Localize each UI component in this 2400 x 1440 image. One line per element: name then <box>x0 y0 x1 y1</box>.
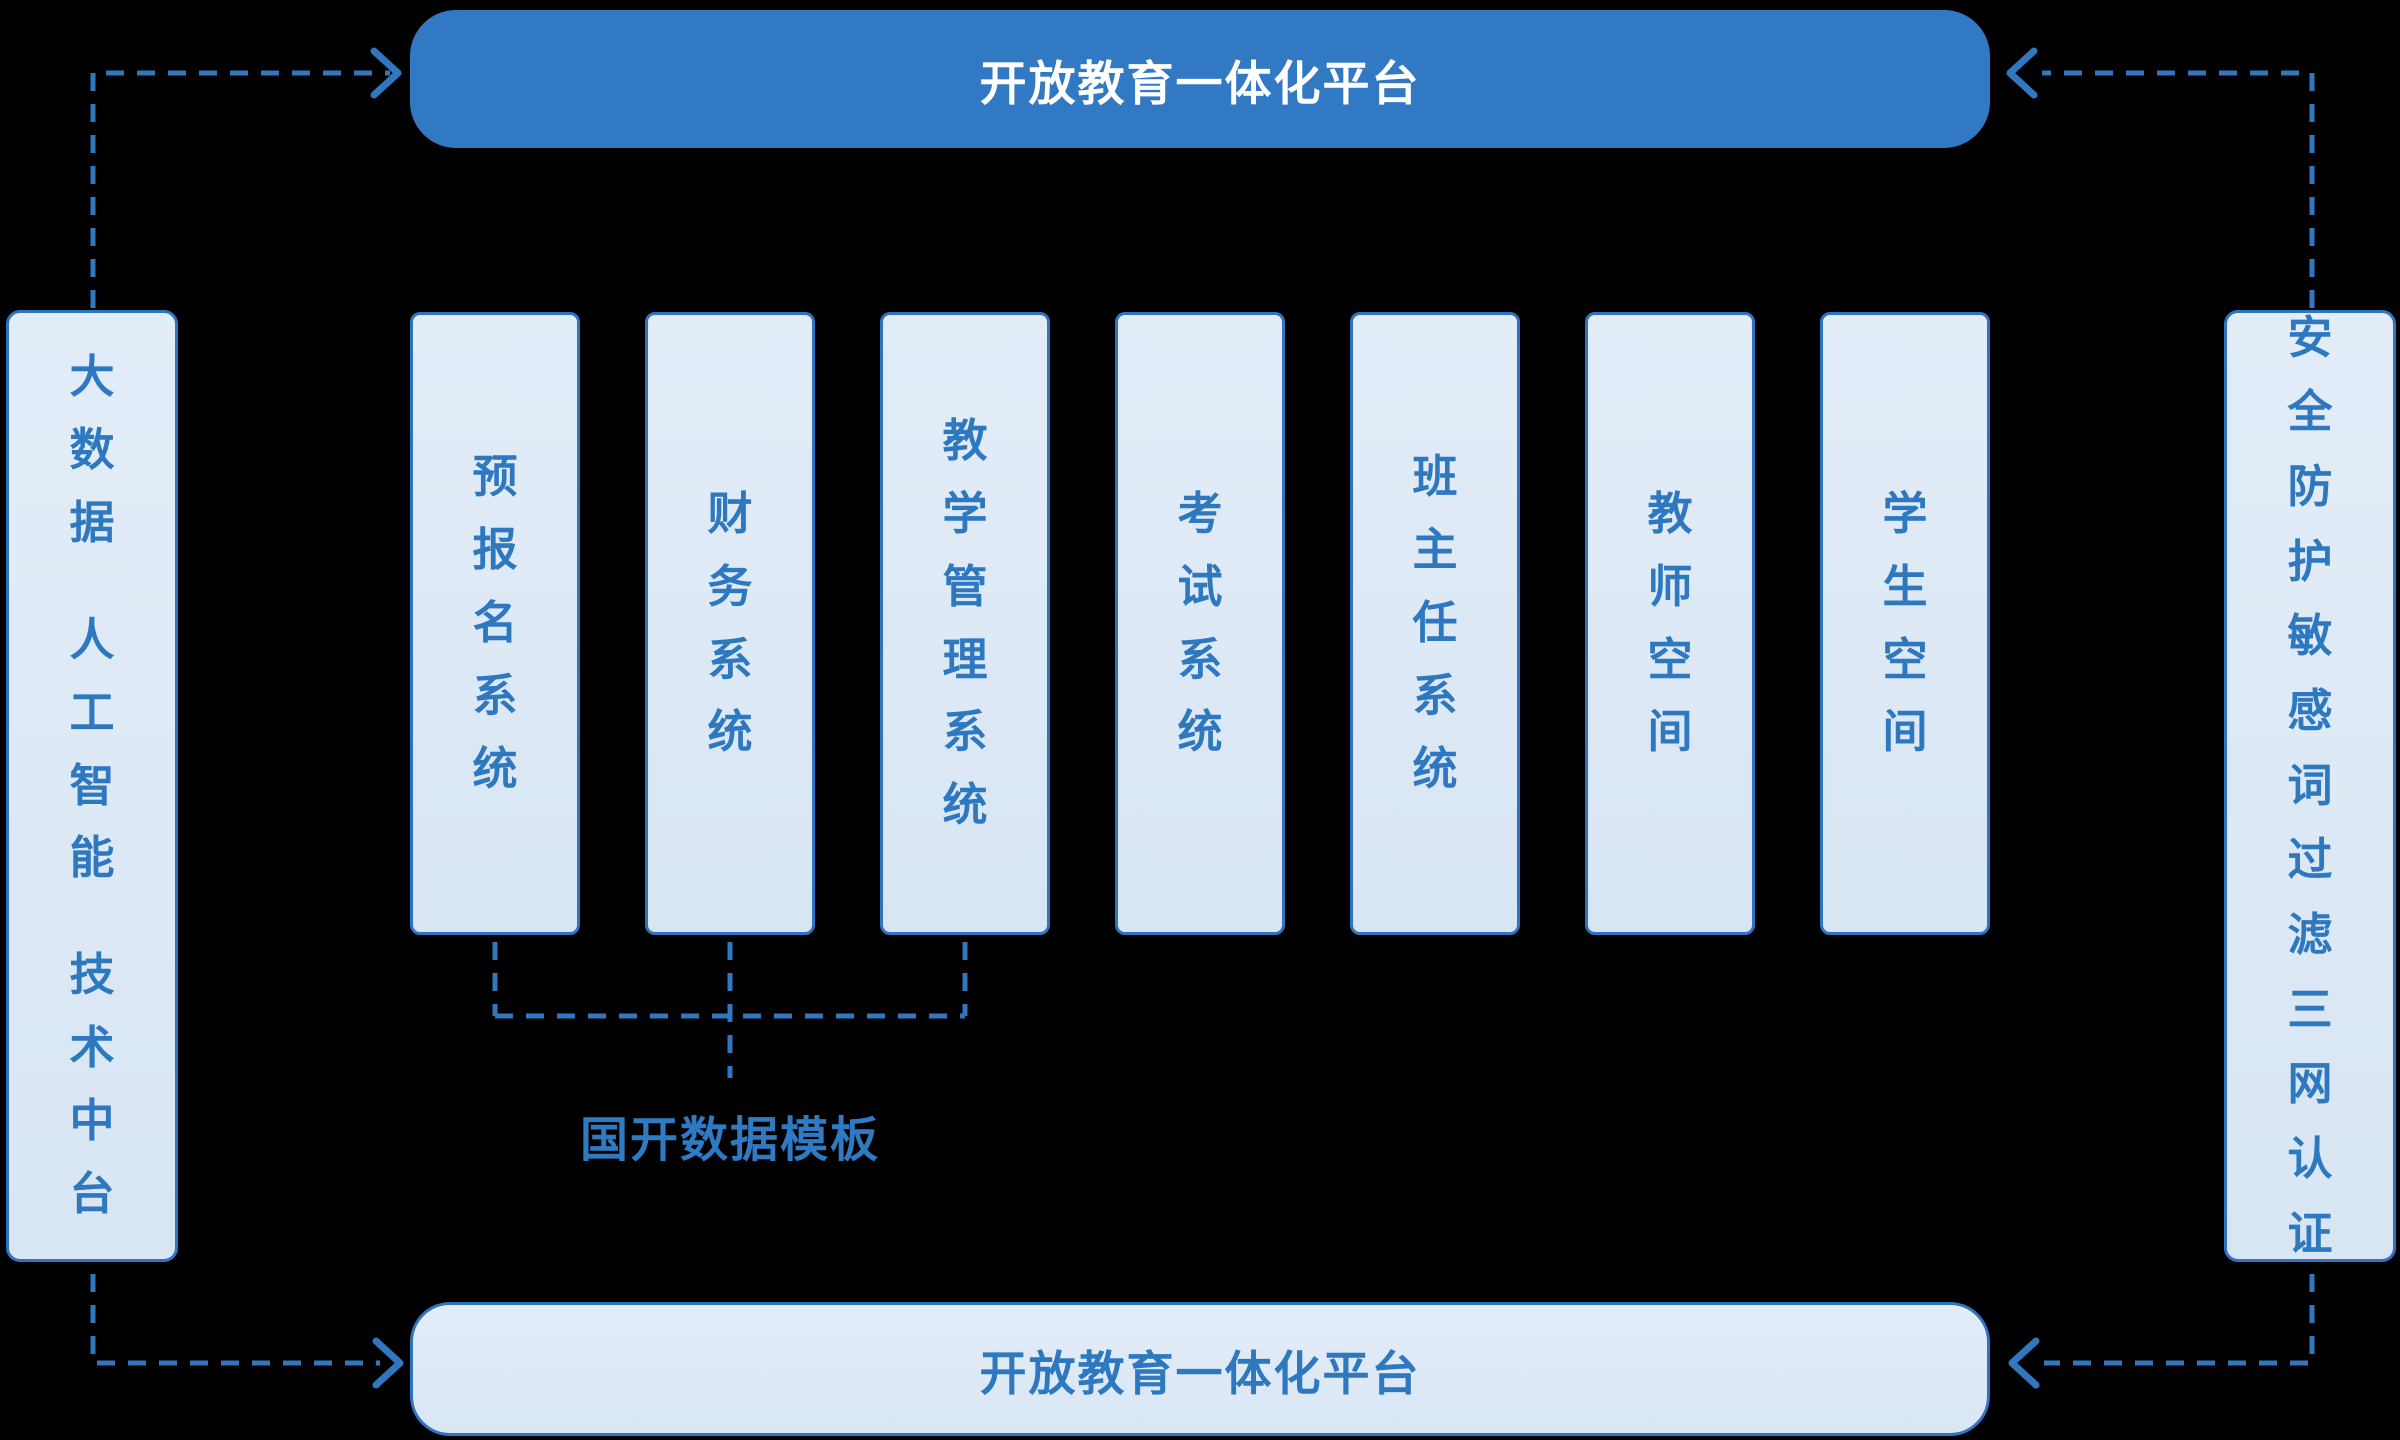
system-box-pre-registration: 预报名系统 <box>410 312 580 935</box>
panel-bigdata-ai-tech-content: 大数据 人工智能 技术中台 <box>64 341 120 1231</box>
platform-banner-bottom: 开放教育一体化平台 <box>410 1302 1990 1436</box>
systems-row: 预报名系统 财务系统 教学管理系统 考试系统 班主任系统 教师空间 学生空间 <box>410 312 1990 935</box>
platform-banner-bottom-label: 开放教育一体化平台 <box>979 1346 1421 1400</box>
system-box-exam: 考试系统 <box>1115 312 1285 935</box>
system-box-label: 教师空间 <box>1647 487 1693 758</box>
arrowhead-left-icon <box>2006 47 2038 99</box>
dashed-connector-bottom-left <box>90 1274 380 1366</box>
system-box-student-space: 学生空间 <box>1820 312 1990 935</box>
system-box-label: 学生空间 <box>1882 487 1928 758</box>
system-box-head-teacher: 班主任系统 <box>1350 312 1520 935</box>
system-box-label: 班主任系统 <box>1412 451 1458 794</box>
system-box-label: 预报名系统 <box>472 451 518 794</box>
system-box-label: 财务系统 <box>707 487 753 758</box>
panel-line-security: 安全防护敏感词过滤三网认证 <box>2287 311 2333 1259</box>
dashed-connector-data-template <box>492 942 968 1078</box>
panel-line-bigdata: 大数据 <box>69 351 115 548</box>
arrowhead-right-icon <box>370 47 402 99</box>
system-box-label: 教学管理系统 <box>942 414 988 831</box>
panel-security: 安全防护敏感词过滤三网认证 <box>2224 310 2396 1262</box>
platform-banner-top-label: 开放教育一体化平台 <box>979 56 1421 110</box>
dashed-connector-top-left <box>90 70 390 308</box>
system-box-teaching-management: 教学管理系统 <box>880 312 1050 935</box>
system-box-label: 考试系统 <box>1177 487 1223 758</box>
panel-line-ai: 人工智能 <box>69 613 115 884</box>
dashed-connector-bottom-right <box>2044 1274 2315 1366</box>
data-template-label: 国开数据模板 <box>579 1114 880 1167</box>
panel-bigdata-ai-tech: 大数据 人工智能 技术中台 <box>6 310 178 1262</box>
panel-line-tech-middle-platform: 技术中台 <box>69 949 115 1219</box>
dashed-connector-top-right <box>2042 70 2315 308</box>
panel-security-content: 安全防护敏感词过滤三网认证 <box>2282 301 2338 1272</box>
arrowhead-left-icon <box>2008 1337 2040 1389</box>
system-box-teacher-space: 教师空间 <box>1585 312 1755 935</box>
system-box-finance: 财务系统 <box>645 312 815 935</box>
arrowhead-right-icon <box>372 1337 404 1389</box>
platform-banner-top: 开放教育一体化平台 <box>410 10 1990 148</box>
